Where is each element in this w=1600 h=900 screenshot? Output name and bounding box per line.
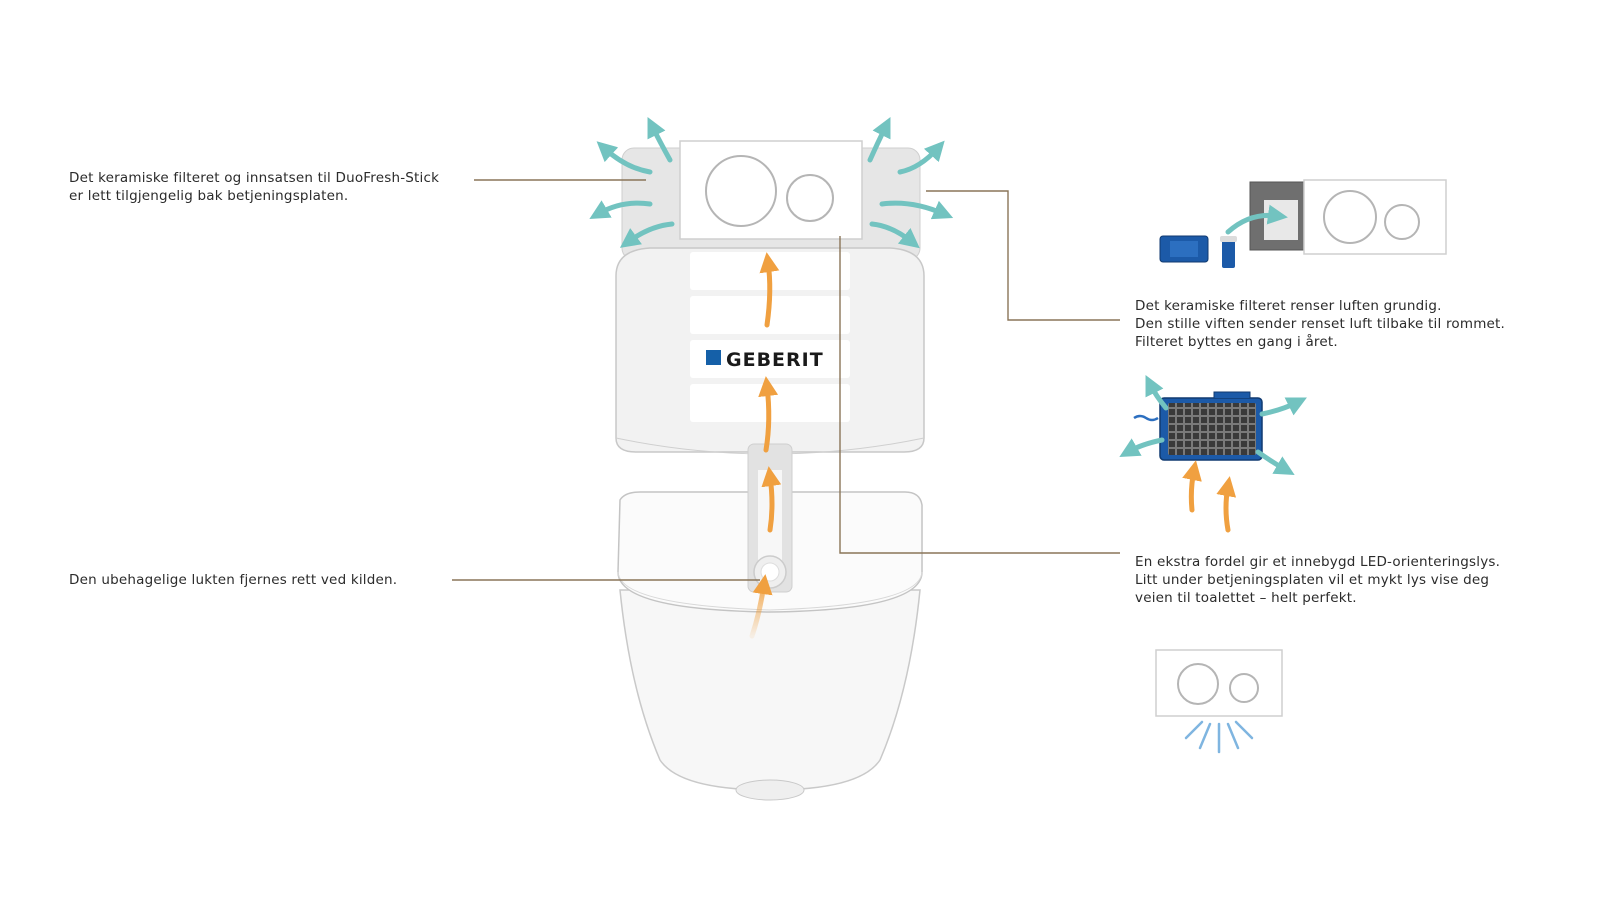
annotation-line: Den stille viften sender renset luft til… xyxy=(1135,316,1506,332)
airflow-up-arrows xyxy=(749,252,782,639)
annotation-line: Den ubehagelige lukten fjernes rett ved … xyxy=(69,572,398,588)
annotation-filter-clean: Det keramiske filteret renser luften gru… xyxy=(1135,297,1505,351)
filter-insert-illustration xyxy=(1159,179,1447,268)
airflow-out-arrows xyxy=(589,117,954,249)
flush-plate xyxy=(679,140,863,240)
annotation-led-light: En ekstra fordel gir et innebygd LED-ori… xyxy=(1135,553,1500,607)
annotation-line: Litt under betjeningsplaten vil et mykt … xyxy=(1135,572,1490,588)
annotation-line: En ekstra fordel gir et innebygd LED-ori… xyxy=(1135,554,1501,570)
geberit-logo-text: GEBERIT xyxy=(726,349,824,371)
fan-filter-module xyxy=(1119,375,1307,533)
geberit-logo: GEBERIT xyxy=(690,340,850,378)
leader-line-led-light xyxy=(839,236,1120,554)
ceramic-filter-cartridge xyxy=(1159,235,1237,268)
geberit-logo-square xyxy=(706,350,721,365)
annotation-filter-access: Det keramiske filteret og innsatsen til … xyxy=(69,169,439,205)
annotation-line: Filteret byttes en gang i året. xyxy=(1135,334,1338,350)
led-light-rays xyxy=(1184,720,1254,754)
annotation-line: Det keramiske filteret og innsatsen til … xyxy=(69,170,440,186)
annotation-line: Det keramiske filteret renser luften gru… xyxy=(1135,298,1442,314)
toilet-bowl xyxy=(619,589,921,801)
annotation-line: er lett tilgjengelig bak betjeningsplate… xyxy=(69,188,349,204)
annotation-odor-source: Den ubehagelige lukten fjernes rett ved … xyxy=(69,571,397,589)
leader-lines xyxy=(452,179,1120,581)
annotation-line: veien til toalettet – helt perfekt. xyxy=(1135,590,1357,606)
led-flush-plate-illustration xyxy=(1155,649,1283,754)
leader-line-filter-clean xyxy=(926,190,1120,321)
